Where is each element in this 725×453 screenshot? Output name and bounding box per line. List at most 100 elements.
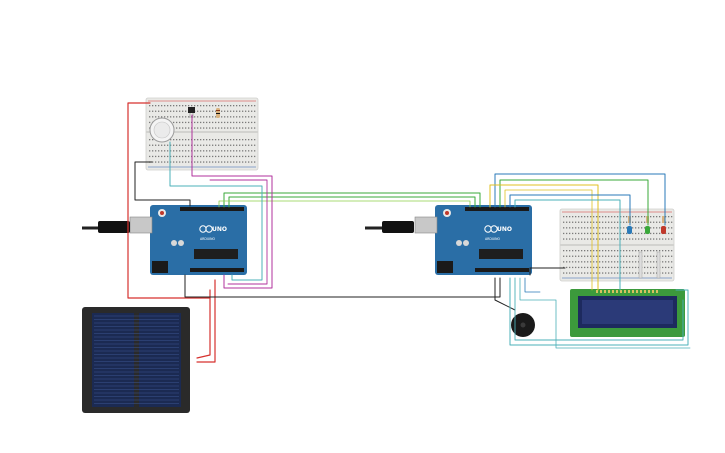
breadboard-hole: [203, 144, 205, 146]
breadboard-hole: [179, 144, 181, 146]
breadboard-hole: [152, 105, 154, 107]
breadboard-hole: [671, 216, 673, 218]
lcd-display[interactable]: [570, 289, 685, 337]
lcd-pin: [620, 290, 622, 293]
usb-cable-right[interactable]: [365, 221, 414, 233]
arduino-uno-right[interactable]: UNO ARDUINO: [414, 205, 532, 275]
breadboard-hole: [227, 144, 229, 146]
breadboard-hole: [254, 150, 256, 152]
breadboard-hole: [596, 227, 598, 229]
breadboard-hole: [602, 232, 604, 235]
usb-cable-left[interactable]: [82, 221, 130, 233]
breadboard-hole: [578, 272, 580, 274]
breadboard-hole: [188, 127, 190, 129]
photoresistor[interactable]: [188, 107, 195, 118]
breadboard-hole: [653, 227, 655, 229]
power-jack-right[interactable]: [437, 261, 453, 273]
breadboard-hole: [566, 266, 568, 269]
breadboard-hole: [188, 116, 190, 118]
wire-magenta: [191, 114, 273, 289]
breadboard-hole: [149, 121, 151, 124]
breadboard-hole: [596, 266, 598, 269]
breadboard-hole: [203, 139, 205, 141]
breadboard-hole: [233, 161, 235, 163]
breadboard-hole: [662, 250, 664, 252]
breadboard-hole: [209, 110, 211, 112]
breadboard-hole: [242, 144, 244, 146]
wire-blue-1: [494, 173, 666, 226]
breadboard-hole: [659, 238, 661, 240]
wire-teal-left: [169, 141, 263, 281]
breadboard-hole: [179, 161, 181, 163]
breadboard-hole: [167, 116, 169, 118]
lcd-pin: [640, 290, 642, 293]
breadboard-hole: [221, 144, 223, 146]
breadboard-hole: [566, 216, 568, 218]
breadboard-hole: [599, 261, 601, 263]
breadboard-hole: [188, 144, 190, 146]
breadboard-hole: [599, 266, 601, 269]
resistor-left[interactable]: [216, 108, 220, 118]
breadboard-hole: [608, 232, 610, 235]
breadboard-hole: [617, 250, 619, 252]
breadboard-hole: [638, 216, 640, 218]
breadboard-hole: [164, 105, 166, 107]
breadboard-hole: [578, 250, 580, 252]
breadboard-hole: [662, 255, 664, 257]
breadboard-hole: [569, 232, 571, 235]
breadboard-hole: [239, 139, 241, 141]
breadboard-hole: [149, 155, 151, 158]
breadboard-hole: [203, 116, 205, 118]
breadboard-hole: [566, 255, 568, 257]
power-jack-left[interactable]: [152, 261, 168, 273]
breadboard-hole: [611, 216, 613, 218]
usb-port-right[interactable]: [414, 216, 438, 234]
breadboard-hole: [158, 155, 160, 158]
wire-red-main: [127, 102, 211, 299]
breadboard-hole: [155, 161, 157, 163]
breadboard-hole: [218, 139, 220, 141]
breadboard-hole: [242, 127, 244, 129]
breadboard-hole: [653, 250, 655, 252]
breadboard-hole: [626, 238, 628, 240]
breadboard-hole: [653, 266, 655, 269]
led-blue[interactable]: [627, 226, 632, 234]
breadboard-hole: [245, 161, 247, 163]
breadboard-hole: [254, 110, 256, 112]
breadboard-hole: [590, 272, 592, 274]
breadboard-hole: [605, 232, 607, 235]
pir-sensor[interactable]: [149, 117, 175, 143]
breadboard-hole: [176, 155, 178, 158]
breadboard-hole: [614, 255, 616, 257]
lcd-pin: [628, 290, 630, 293]
usb-port-left[interactable]: [129, 216, 153, 234]
breadboard-hole: [254, 127, 256, 129]
breadboard-hole: [236, 110, 238, 112]
wire-teal-lcd-a: [509, 277, 689, 346]
breadboard-hole: [236, 105, 238, 107]
arduino-uno-left[interactable]: UNO ARDUINO: [129, 205, 247, 275]
breadboard-hole: [608, 216, 610, 218]
breadboard-hole: [581, 261, 583, 263]
breadboard-hole: [608, 250, 610, 252]
breadboard-hole: [152, 161, 154, 163]
breadboard-hole: [206, 144, 208, 146]
breadboard-hole: [656, 232, 658, 235]
wire-black-bb: [529, 267, 566, 276]
breadboard-hole: [161, 150, 163, 152]
led-green[interactable]: [645, 226, 650, 234]
led-red[interactable]: [661, 226, 666, 234]
breadboard-hole: [251, 110, 253, 112]
solar-panel[interactable]: [82, 307, 190, 413]
breadboard-hole: [152, 150, 154, 152]
breadboard-left[interactable]: [145, 97, 259, 171]
breadboard-hole: [236, 121, 238, 124]
breadboard-hole: [212, 121, 214, 124]
breadboard-hole: [656, 255, 658, 257]
breadboard-hole: [242, 110, 244, 112]
breadboard-hole: [248, 139, 250, 141]
breadboard-hole: [563, 255, 565, 257]
lcd-pin: [624, 290, 626, 293]
breadboard-hole: [233, 144, 235, 146]
piezo-buzzer[interactable]: [511, 313, 535, 337]
